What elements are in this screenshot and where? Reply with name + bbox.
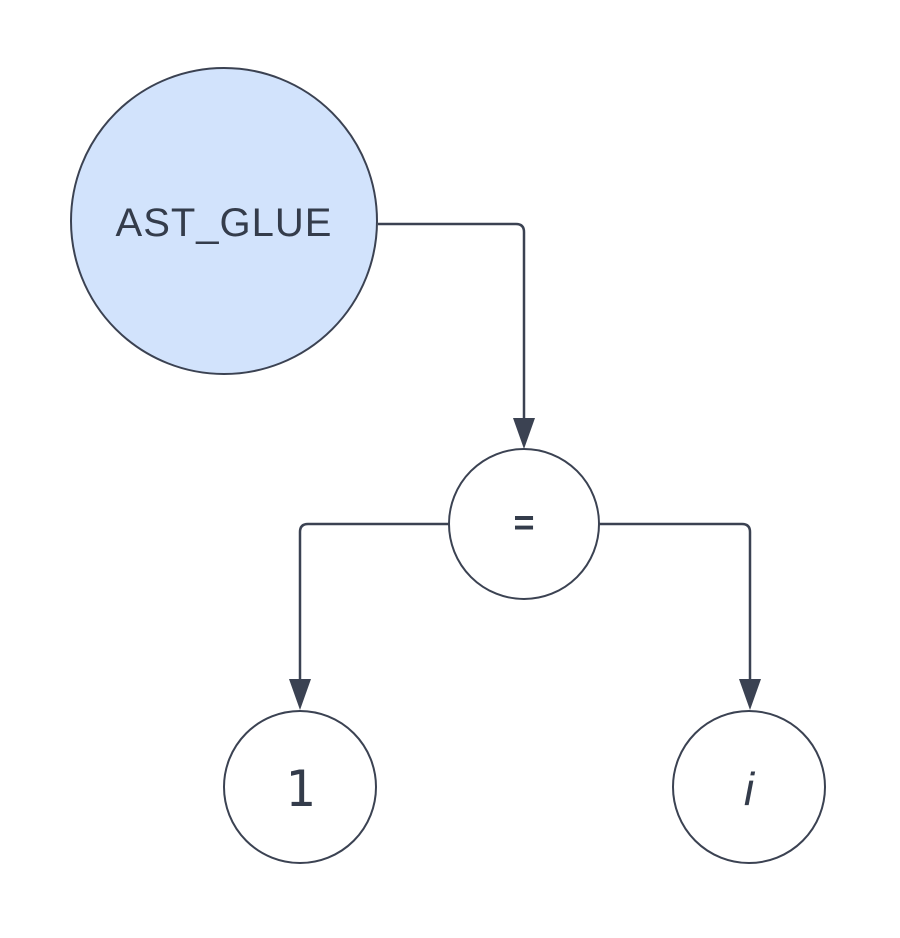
- node-ast-glue-circle: [70, 67, 378, 375]
- edge-root-to-operator: [378, 222, 535, 449]
- node-equals: =: [448, 448, 600, 600]
- arrowhead-operator-to-left: [289, 679, 311, 710]
- edge-operator-to-right: [599, 522, 761, 710]
- edge-operator-to-left-line: [298, 522, 449, 681]
- edge-operator-to-left: [289, 522, 449, 710]
- edge-root-to-operator-line: [378, 222, 526, 420]
- arrowhead-operator-to-right: [739, 679, 761, 710]
- node-ast-glue-label: AST_GLUE: [116, 201, 333, 245]
- node-one-label: 1: [285, 760, 315, 818]
- node-i: i: [672, 710, 826, 864]
- node-i-circle: [672, 710, 826, 864]
- node-i-label: i: [744, 763, 756, 815]
- node-one: 1: [223, 710, 377, 864]
- node-ast-glue: AST_GLUE: [70, 67, 378, 375]
- node-equals-circle: [448, 448, 600, 600]
- node-equals-label: =: [513, 502, 534, 543]
- node-one-circle: [223, 710, 377, 864]
- edge-operator-to-right-line: [599, 522, 752, 681]
- arrowhead-root-to-operator: [513, 418, 535, 449]
